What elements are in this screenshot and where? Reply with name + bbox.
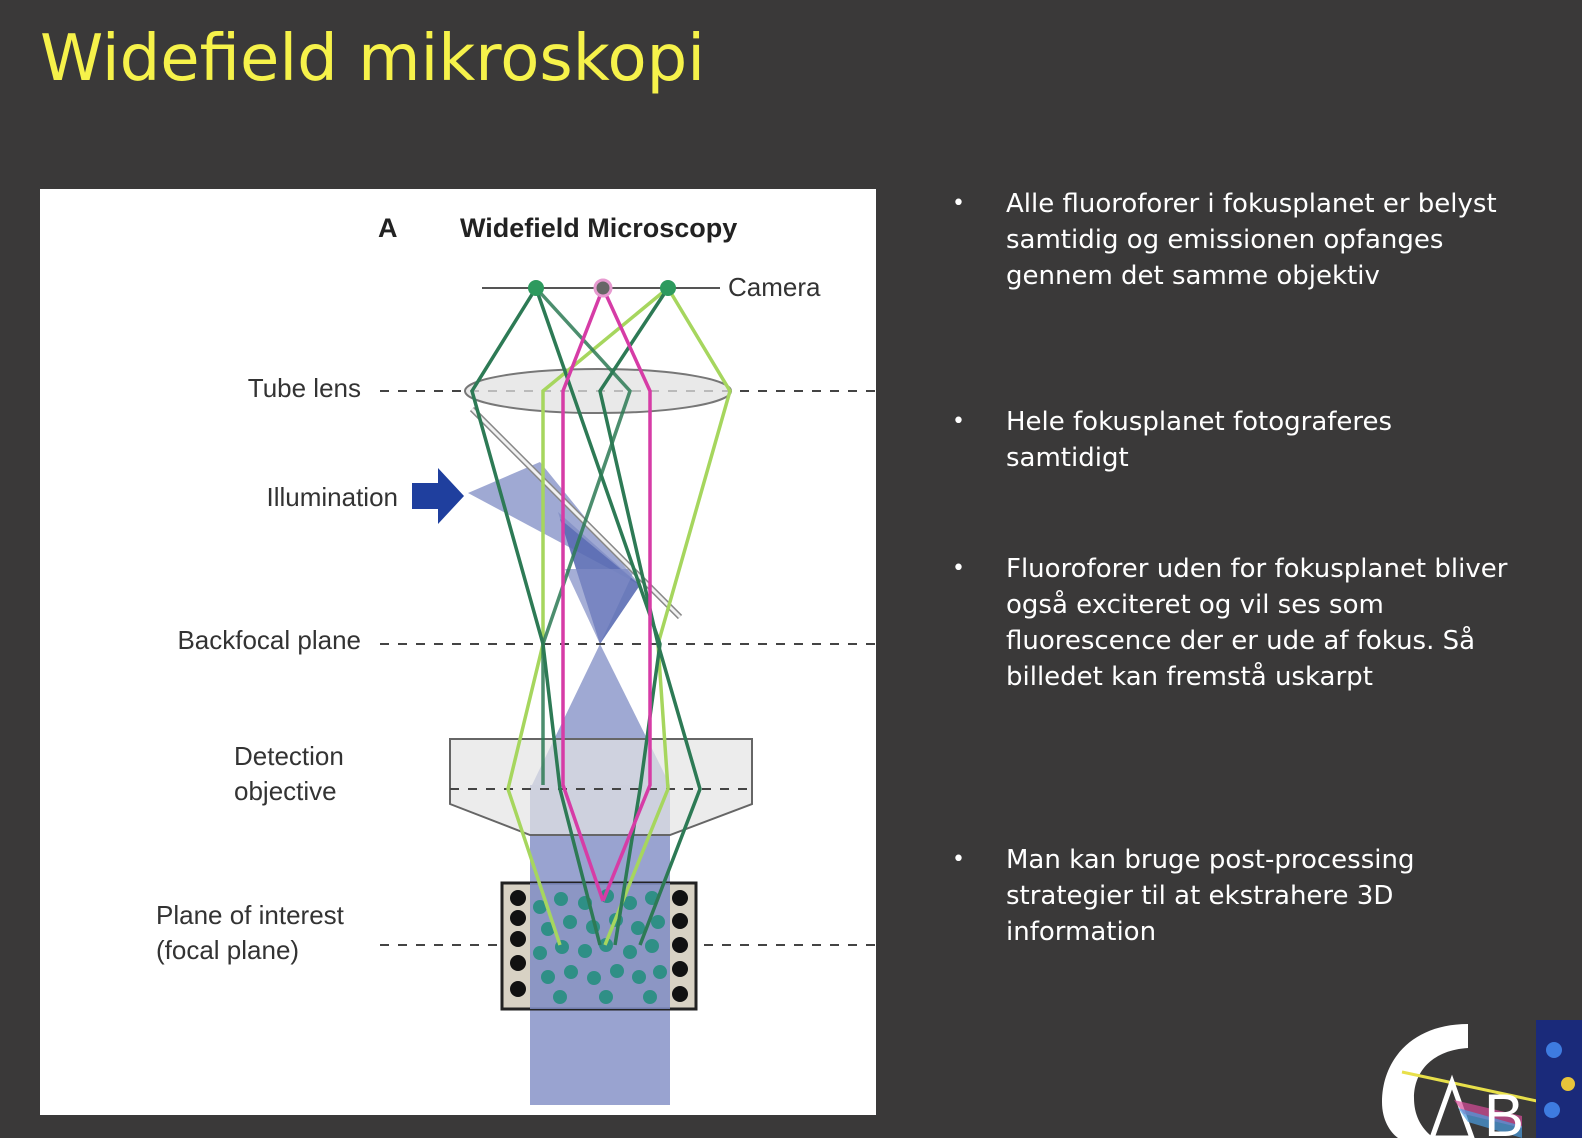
detection-objective-label-2: objective [234, 776, 337, 806]
camera-point-left [528, 280, 544, 296]
cab-logo-icon: B [1382, 1020, 1582, 1138]
sample-edge-dots [510, 890, 688, 1002]
ray-dark-green-right [598, 287, 702, 946]
illumination-arrow-icon [412, 468, 464, 524]
bullet-item: Man kan bruge post-processing strategier… [950, 842, 1510, 950]
figure-panel: A Widefield Microscopy Camera [40, 189, 876, 1115]
detection-objective-label-1: Detection [234, 741, 344, 771]
widefield-diagram: A Widefield Microscopy Camera [156, 213, 876, 1105]
detection-objective [449, 738, 753, 836]
bullet-item: Alle fluoroforer i fokusplanet er belyst… [950, 186, 1510, 294]
figure-heading: Widefield Microscopy [460, 213, 737, 243]
svg-text:B: B [1484, 1082, 1524, 1138]
plane-of-interest-label-1: Plane of interest [156, 900, 345, 930]
panel-letter: A [378, 213, 398, 243]
tube-lens-label: Tube lens [248, 373, 361, 403]
camera-point-right [660, 280, 676, 296]
camera-point-center [593, 278, 613, 298]
camera-label: Camera [728, 272, 821, 302]
slide-title: Widefield mikroskopi [40, 22, 706, 96]
beam-upper-cone [565, 569, 635, 644]
illumination-label: Illumination [266, 482, 398, 512]
backfocal-plane-label: Backfocal plane [177, 625, 361, 655]
bullet-item: Fluoroforer uden for fokusplanet bliver … [950, 551, 1510, 695]
tube-lens [464, 368, 732, 414]
ray-magenta-left [561, 287, 605, 902]
plane-of-interest-label-2: (focal plane) [156, 935, 299, 965]
ray-magenta-right [601, 287, 652, 902]
bullet-item: Hele fokusplanet fotograferes samtidigt [950, 404, 1510, 476]
